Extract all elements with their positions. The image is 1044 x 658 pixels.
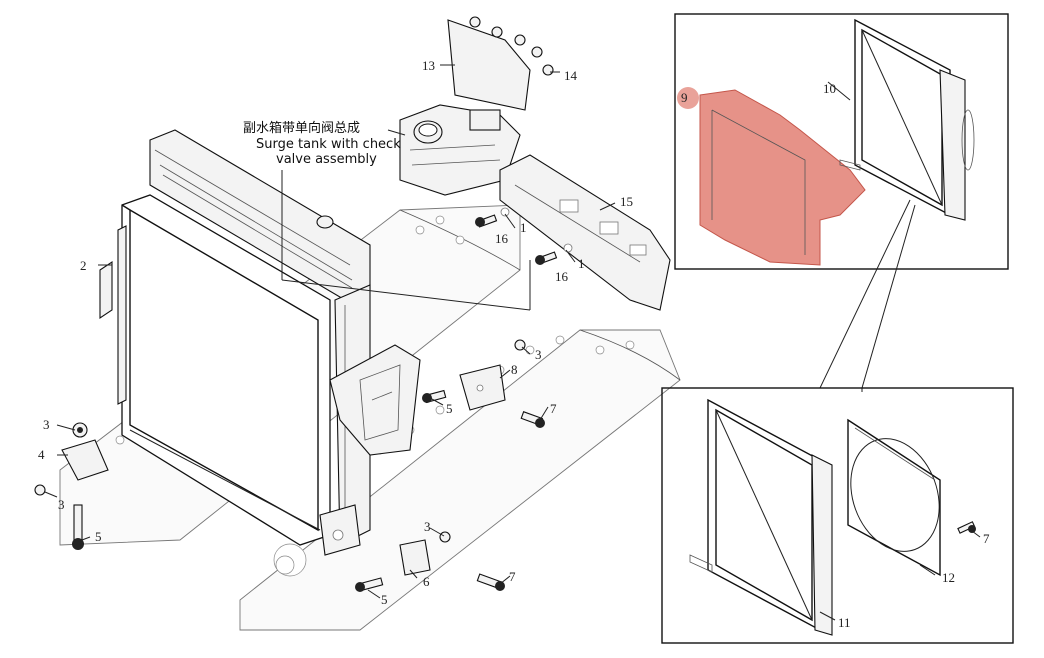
- callout-5: 5: [95, 529, 102, 544]
- callout-14: 14: [564, 68, 578, 83]
- inset-connector-lines: [819, 199, 916, 392]
- inset-box-bottom: [661, 387, 1014, 644]
- callout-1: 1: [520, 220, 527, 235]
- callout-13: 13: [422, 58, 435, 73]
- bracket-4: [34, 422, 109, 550]
- callout-12: 12: [942, 570, 955, 585]
- callout-5: 5: [381, 592, 388, 607]
- highlighted-part-9: [699, 89, 866, 266]
- callout-15: 15: [620, 194, 633, 209]
- callout-7: 7: [550, 401, 557, 416]
- callout-2: 2: [80, 258, 87, 273]
- callout-7: 7: [509, 569, 516, 584]
- callout-3: 3: [424, 519, 431, 534]
- callout-3: 3: [43, 417, 50, 432]
- caption-en-line2: valve assembly: [276, 152, 377, 167]
- caption-cn: 副水箱带单向阀总成: [243, 120, 360, 136]
- bolt-7-inset: [957, 521, 976, 534]
- radiator-10: [839, 18, 975, 221]
- callout-1: 1: [578, 256, 585, 271]
- bracket-8: [422, 339, 545, 428]
- radiator-shroud-duct: [329, 344, 421, 456]
- fan-shroud-12: [847, 418, 941, 577]
- callout-16: 16: [495, 231, 509, 246]
- callout-5: 5: [446, 401, 453, 416]
- inset-box-top: [674, 13, 1009, 270]
- nut-group-14: [469, 16, 554, 76]
- callout-3: 3: [58, 497, 65, 512]
- radiator-11: [689, 398, 833, 636]
- callout-11: 11: [838, 615, 851, 630]
- callout-labels: 1 1 2 3 3 3 3 4 5 5 5 6 7 7 7 8 9 10 11 …: [38, 58, 990, 630]
- bracket-6: [355, 531, 505, 592]
- callout-7: 7: [983, 531, 990, 546]
- callout-10: 10: [823, 81, 836, 96]
- callout-3: 3: [535, 347, 542, 362]
- surge-tank-assembly: [399, 16, 554, 196]
- leader-lines: [44, 64, 616, 599]
- surge-tank-bracket-15: [499, 154, 671, 311]
- callout-4: 4: [38, 447, 45, 462]
- bolt-16-lower: [535, 243, 573, 265]
- surge-tank-caption: 副水箱带单向阀总成 Surge tank with check valve as…: [243, 120, 401, 167]
- callout-9: 9: [681, 90, 688, 105]
- radiator-assembly: [99, 129, 371, 556]
- callout-8: 8: [511, 362, 518, 377]
- callout-16: 16: [555, 269, 569, 284]
- caption-en-line1: Surge tank with check: [256, 137, 401, 152]
- callout-6: 6: [423, 574, 430, 589]
- bolt-16-upper: [475, 207, 510, 228]
